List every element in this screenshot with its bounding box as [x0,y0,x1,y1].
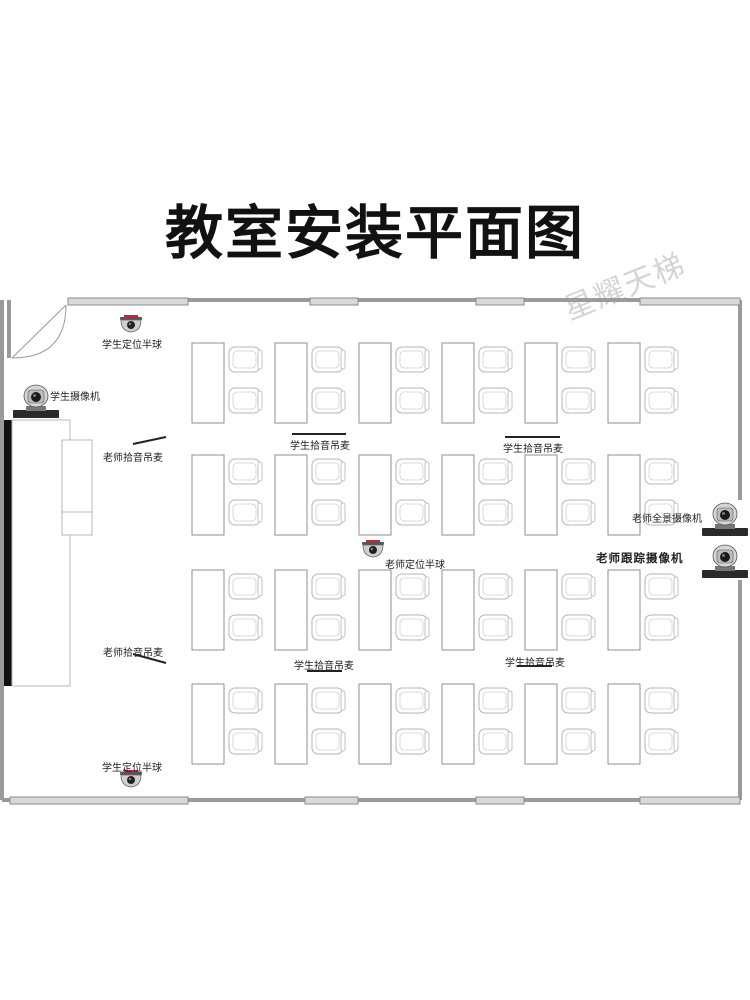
desk [274,454,308,536]
teacher-tracking-camera-label: 老师跟踪摄像机 [596,551,684,565]
chair [228,387,263,414]
desk [524,454,558,536]
desk [358,454,392,536]
chair [561,387,596,414]
chair [311,614,346,641]
chair [395,728,430,755]
page-title: 教室安装平面图 [164,199,585,267]
chair [311,573,346,600]
chair [644,346,679,373]
chair [228,346,263,373]
chair [311,728,346,755]
desk [524,569,558,651]
student-mic-1-label: 学生拾音吊麦 [290,441,350,452]
desk [441,454,475,536]
teacher-pano-camera-label: 老师全景摄像机 [632,514,702,525]
desk-rows [191,342,679,765]
student-camera-label: 学生摄像机 [50,392,100,403]
lectern [61,439,93,536]
chair [311,499,346,526]
chair [228,573,263,600]
windows [9,297,741,805]
teacher-mic-top-label: 老师拾音吊麦 [103,453,163,464]
chair [561,728,596,755]
chair [311,346,346,373]
chair [478,614,513,641]
chair [561,573,596,600]
chair [395,346,430,373]
chair [478,346,513,373]
student-dome-top-label: 学生定位半球 [102,340,162,351]
desk [524,683,558,765]
teacher-mic-bottom-icon [132,653,167,664]
chair [395,687,430,714]
desk [441,683,475,765]
student-dome-top-icon [119,314,143,333]
chair [478,687,513,714]
desk [358,569,392,651]
teacher-mic-top-icon [132,436,167,445]
chair [395,458,430,485]
chair [478,458,513,485]
desk [441,569,475,651]
chair [644,687,679,714]
desk [191,342,225,424]
chair [311,387,346,414]
chair [561,614,596,641]
chair [228,687,263,714]
microphones [132,433,560,672]
desk [441,342,475,424]
chair [478,387,513,414]
student-mic-3-label: 学生拾音吊麦 [294,661,354,672]
desk [358,342,392,424]
chair [228,614,263,641]
blackboard [4,420,12,686]
chair [644,614,679,641]
chair [478,728,513,755]
chair [228,728,263,755]
desk [274,342,308,424]
chair [311,458,346,485]
desk [274,683,308,765]
teacher-dome-icon [361,539,385,558]
chair [561,458,596,485]
chair [311,687,346,714]
teacher-pano-camera-icon [701,502,749,537]
chair [561,499,596,526]
desk [607,569,641,651]
desk [607,342,641,424]
desk [607,454,641,536]
teacher-dome-label: 老师定位半球 [385,560,445,571]
chair [644,458,679,485]
desk [607,683,641,765]
chair [395,499,430,526]
student-mic-4-label: 学生拾音吊麦 [505,658,565,669]
podium [11,419,71,687]
chair [395,387,430,414]
desk [274,569,308,651]
chair [644,728,679,755]
chair [478,573,513,600]
chair [561,687,596,714]
chair [478,499,513,526]
student-dome-bottom-label: 学生定位半球 [102,763,162,774]
desk [524,342,558,424]
chair [644,573,679,600]
student-mic-2-label: 学生拾音吊麦 [503,444,563,455]
chair [395,573,430,600]
chair [644,387,679,414]
chair [561,346,596,373]
chair [395,614,430,641]
desk [191,569,225,651]
desk [358,683,392,765]
chair [228,499,263,526]
chair [228,458,263,485]
teacher-tracking-camera-icon [701,544,749,579]
desk [191,454,225,536]
teacher-mic-bottom-label: 老师拾音吊麦 [103,648,163,659]
door [11,304,67,359]
desk [191,683,225,765]
